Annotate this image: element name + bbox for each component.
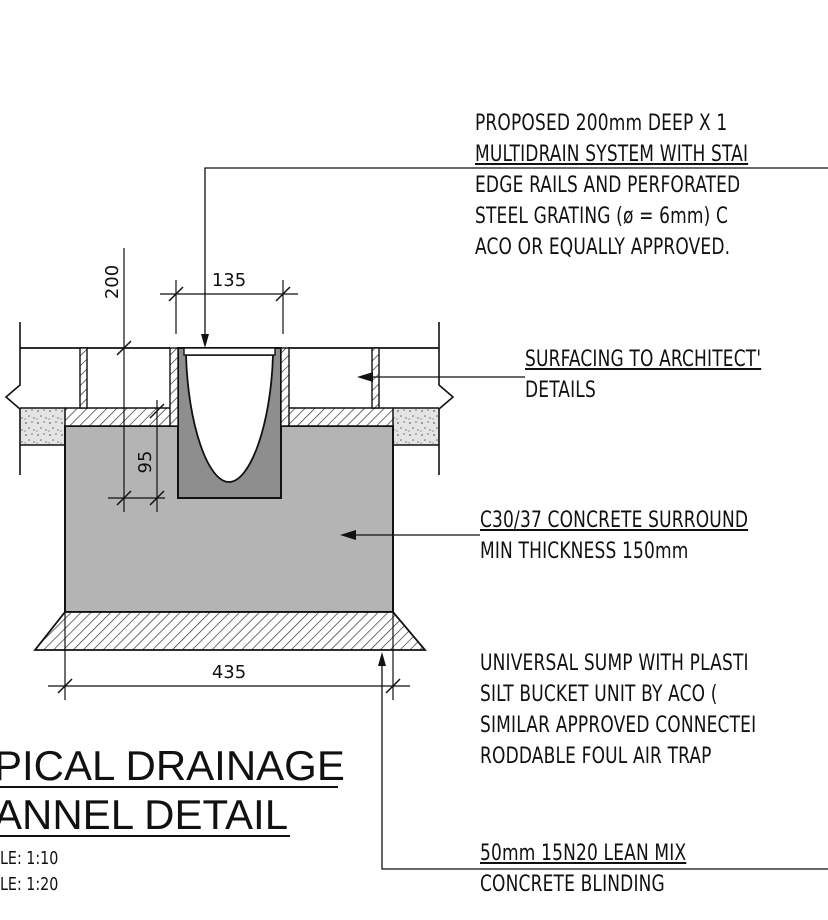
- break-line-left: [4, 322, 21, 475]
- grating: [183, 347, 276, 356]
- note-channel-line: PROPOSED 200mm DEEP X 1: [475, 111, 728, 136]
- dim-base-width: 435: [212, 662, 246, 683]
- note-blinding-line: 50mm 15N20 LEAN MIX: [480, 841, 687, 866]
- leader-blinding: [381, 664, 828, 870]
- note-concrete-line: MIN THICKNESS 150mm: [480, 539, 689, 564]
- note-surfacing: SURFACING TO ARCHITECT' DETAILS: [525, 344, 761, 406]
- note-surfacing-line: DETAILS: [525, 378, 596, 403]
- lean-mix-blinding: [33, 611, 427, 651]
- scale-label: LE: 1:10: [0, 848, 59, 869]
- sub-base-left: [20, 408, 65, 445]
- note-sump-line: SILT BUCKET UNIT BY ACO (: [480, 682, 718, 707]
- note-surfacing-line: SURFACING TO ARCHITECT': [525, 347, 762, 372]
- note-channel: PROPOSED 200mm DEEP X 1 MULTIDRAIN SYSTE…: [475, 108, 748, 263]
- note-concrete: C30/37 CONCRETE SURROUND MIN THICKNESS 1…: [480, 505, 748, 567]
- note-sump-line: UNIVERSAL SUMP WITH PLASTI: [480, 651, 749, 676]
- note-channel-line: MULTIDRAIN SYSTEM WITH STAI: [475, 142, 749, 167]
- sub-base-right: [393, 408, 439, 445]
- haunch-left: [64, 407, 179, 427]
- dim-depth: 200: [102, 265, 123, 299]
- note-channel-line: STEEL GRATING (ø = 6mm) C: [475, 204, 729, 229]
- note-channel-line: EDGE RAILS AND PERFORATED: [475, 173, 741, 198]
- note-blinding-line: CONCRETE BLINDING: [480, 872, 665, 897]
- note-sump-line: RODDABLE FOUL AIR TRAP: [480, 744, 712, 769]
- drawing-title-line-2: ANNEL DETAIL: [0, 791, 289, 838]
- drawing-title-line-1: PICAL DRAINAGE: [0, 742, 345, 789]
- note-sump-line: SIMILAR APPROVED CONNECTEI: [480, 713, 757, 738]
- note-blinding: 50mm 15N20 LEAN MIX CONCRETE BLINDING: [480, 838, 686, 900]
- scale-label: LE: 1:20: [0, 874, 59, 895]
- channel-invert: [185, 354, 274, 483]
- leader-channel: [204, 167, 828, 340]
- dim-depth-lower: 95: [135, 451, 156, 474]
- break-line-right: [438, 322, 455, 475]
- note-concrete-line: C30/37 CONCRETE SURROUND: [480, 508, 749, 533]
- note-sump: UNIVERSAL SUMP WITH PLASTI SILT BUCKET U…: [480, 648, 756, 772]
- haunch-right: [280, 407, 394, 427]
- dim-channel-width: 135: [212, 270, 246, 291]
- note-channel-line: ACO OR EQUALLY APPROVED.: [475, 235, 731, 260]
